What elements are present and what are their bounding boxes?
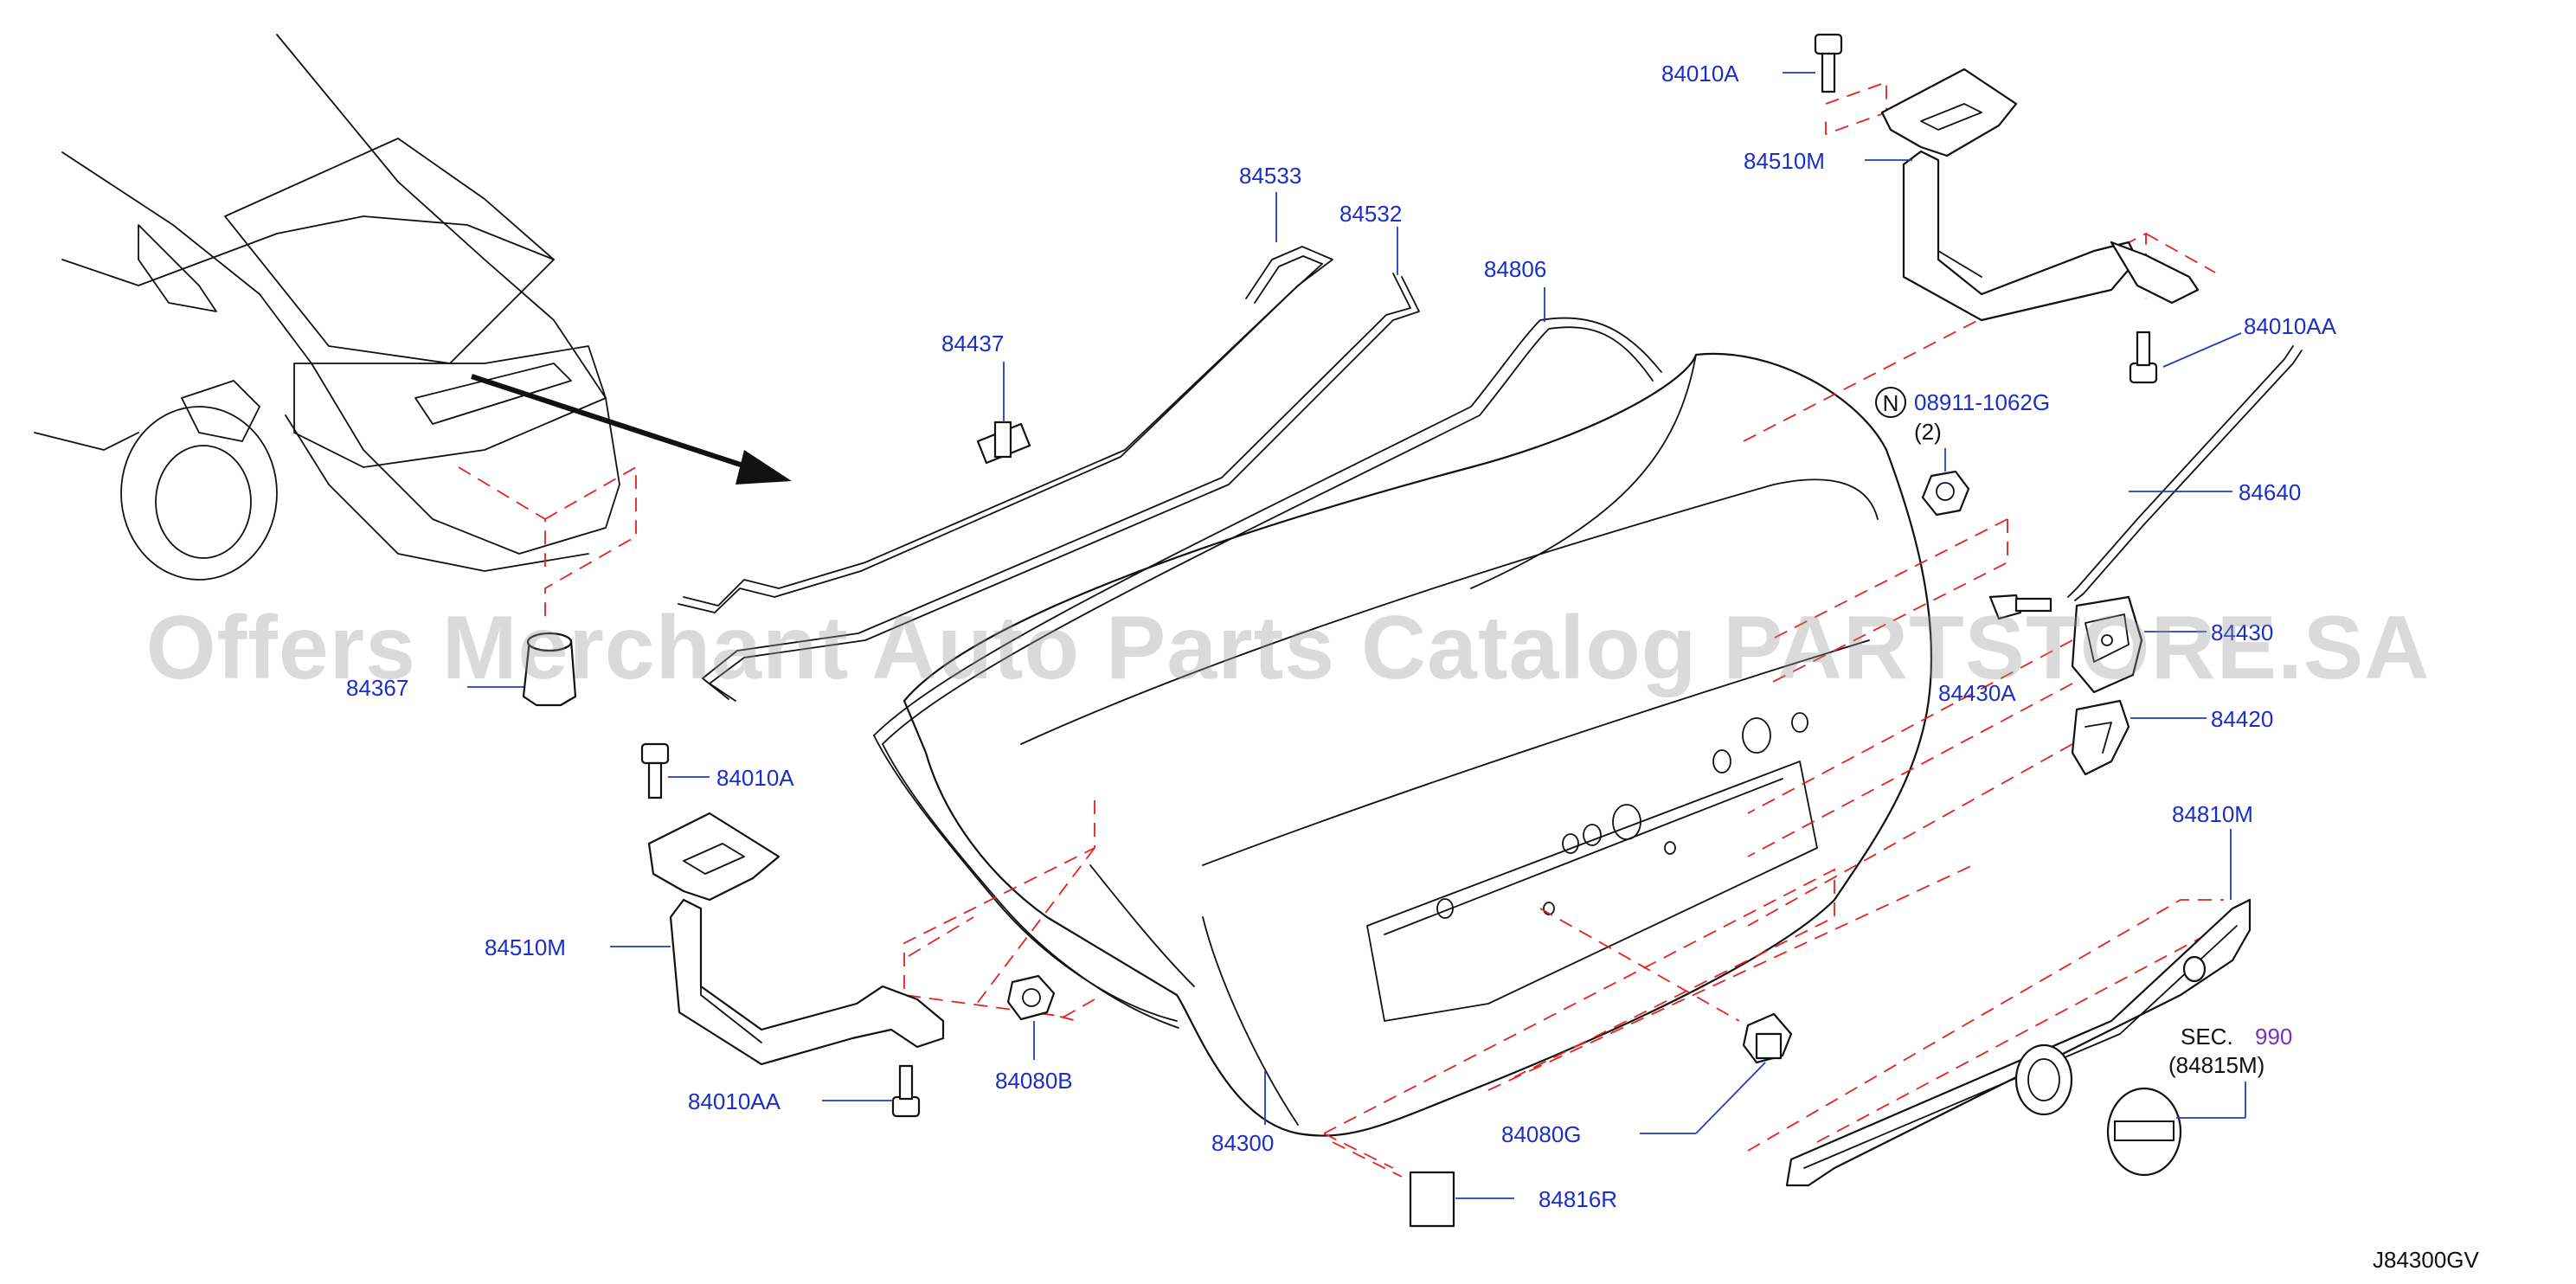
- label-08911-1062G: 08911-1062G: [1914, 389, 2050, 415]
- label-08911-qty: (2): [1914, 419, 1942, 445]
- label-84510M-right: 84510M: [1744, 148, 1825, 174]
- car-rear-view: [34, 34, 792, 581]
- label-group-84300: 84300: [1211, 1071, 1274, 1156]
- part-84816R-pad: 84816R: [1332, 1141, 1617, 1228]
- part-84510M-left-hinge: 84510M: [485, 800, 1095, 1066]
- part-84010A-left-bolt: 84010A: [640, 742, 794, 799]
- label-84010A-left: 84010A: [716, 765, 794, 791]
- label-84010AA-left: 84010AA: [688, 1088, 781, 1114]
- label-sec-prefix: SEC.: [2181, 1024, 2233, 1050]
- part-84640-rod: 84640: [2067, 345, 2303, 601]
- part-84533-84532-cables: 84533 84532: [678, 163, 1420, 702]
- part-84810M-finisher: 84810M: [1747, 801, 2253, 1187]
- label-84640: 84640: [2239, 479, 2301, 505]
- label-84430: 84430: [2211, 620, 2273, 645]
- label-84010AA-right: 84010AA: [2244, 313, 2337, 339]
- label-84532: 84532: [1339, 201, 1402, 227]
- part-84430-lock: 84430 84430A: [1747, 594, 2273, 857]
- arrow-head: [736, 450, 792, 485]
- part-84300-trunk-lid: [903, 352, 1933, 1137]
- part-08911-1062G-nut: N 08911-1062G (2): [1769, 387, 2050, 684]
- part-84367: 84367: [346, 465, 637, 707]
- label-84810M: 84810M: [2172, 801, 2253, 827]
- label-84080B: 84080B: [995, 1068, 1073, 1094]
- diagram-code: J84300GV: [2373, 1247, 2480, 1273]
- part-84420-striker: 84420: [1747, 699, 2273, 927]
- label-84010A-top: 84010A: [1661, 61, 1739, 87]
- direction-arrow: [471, 374, 762, 474]
- part-84815M-emblem: SEC. 990 (84815M): [2106, 1024, 2292, 1177]
- part-84806-weatherstrip: 84806: [873, 256, 1662, 1029]
- label-08911-prefix: N: [1883, 390, 1899, 416]
- label-sec-number: 990: [2255, 1024, 2292, 1050]
- label-84437: 84437: [941, 331, 1004, 356]
- label-84533: 84533: [1239, 163, 1301, 189]
- label-84430A: 84430A: [1938, 680, 2016, 706]
- label-84510M-left: 84510M: [485, 934, 566, 960]
- label-84080G: 84080G: [1501, 1121, 1582, 1147]
- n-symbol-circle: [1875, 387, 1906, 418]
- part-84080B-nut: 84080B: [995, 974, 1078, 1094]
- dashed-frame-lid: [1323, 864, 1974, 1169]
- label-84816R: 84816R: [1539, 1186, 1617, 1212]
- part-84437-clip: 84437: [941, 331, 1031, 465]
- label-84815M: (84815M): [2168, 1052, 2264, 1078]
- part-84080G-grommet: 84080G: [1501, 908, 1793, 1147]
- label-84420: 84420: [2211, 706, 2273, 732]
- label-84367: 84367: [346, 675, 408, 701]
- label-84300: 84300: [1211, 1130, 1274, 1156]
- part-84010A-top-bolt: 84010A: [1661, 33, 1843, 93]
- label-84806: 84806: [1484, 256, 1546, 282]
- part-84510M-right-hinge: 84510M: [1743, 67, 2216, 442]
- part-84010AA-left-bolt: 84010AA: [688, 1064, 921, 1118]
- part-84010AA-right-bolt: 84010AA: [2129, 313, 2337, 384]
